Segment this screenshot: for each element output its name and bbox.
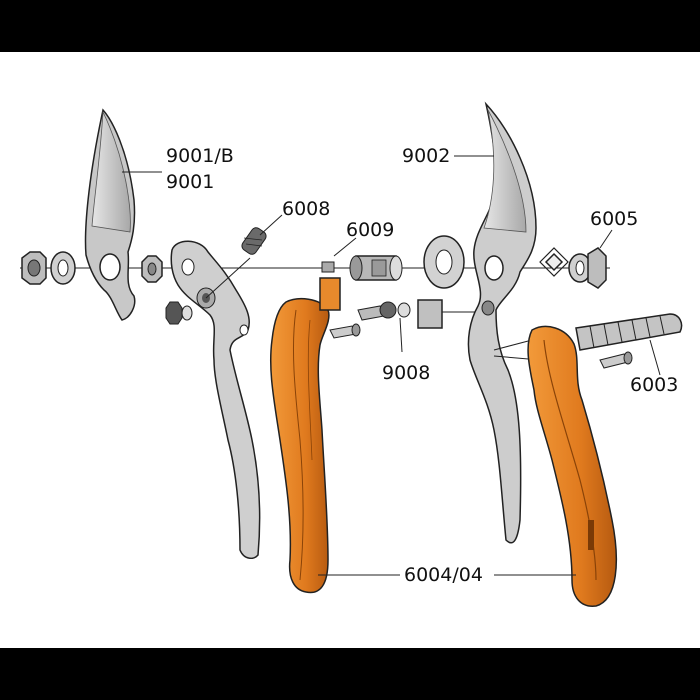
pivot-bolt: [349, 255, 403, 281]
leader-6003: [649, 339, 661, 376]
spring-6008: [241, 214, 283, 255]
leader-6005: [599, 229, 613, 249]
label-6008: 6008: [282, 198, 331, 220]
wooden-handle-left: [269, 297, 330, 594]
label-9001: 9001: [166, 171, 215, 193]
leader-6008: [259, 214, 283, 236]
small-bolt-9008: [357, 301, 411, 353]
screw-right: [599, 351, 633, 369]
label-6005: 6005: [590, 208, 639, 230]
left-washer: [50, 251, 76, 285]
screw-left: [329, 323, 361, 339]
bracket-6009: [319, 237, 357, 311]
label-6004-04: 6004/04: [404, 564, 483, 586]
label-9008: 9008: [382, 362, 431, 384]
left-nut: [21, 251, 47, 285]
diamond-nut: [539, 247, 569, 277]
upper-handle-9002: [467, 101, 541, 544]
spring-6003: [575, 313, 683, 376]
leader-6008-pivot: [205, 257, 251, 299]
lower-handle-metal: [170, 240, 261, 560]
label-6003: 6003: [630, 374, 679, 396]
spacer-washer-left: [141, 255, 163, 283]
wooden-handle-right: [527, 325, 618, 607]
nut-6005: [587, 229, 613, 289]
label-9001b: 9001/B: [166, 145, 234, 167]
label-6009: 6009: [346, 219, 395, 241]
blade-9001: [84, 108, 136, 321]
leader-9008: [399, 317, 403, 353]
block-spacer: [417, 299, 480, 329]
small-nut: [165, 301, 193, 325]
large-washer: [423, 235, 465, 289]
label-9002: 9002: [402, 145, 451, 167]
